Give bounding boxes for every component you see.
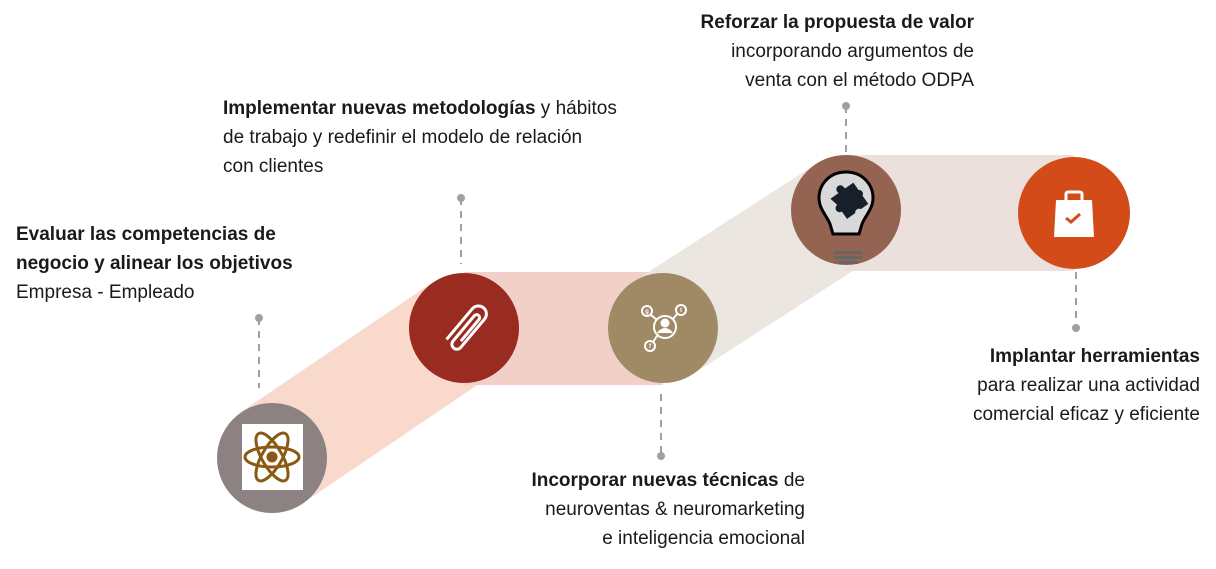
step-4-circle	[791, 155, 901, 265]
step-2-desc-2: de trabajo y redefinir el modelo de rela…	[223, 127, 583, 148]
step-1-title-2: negocio y alinear los objetivos	[16, 253, 293, 274]
step-3-label: Incorporar nuevas técnicas de neuroventa…	[531, 466, 805, 553]
step-3-desc: de	[778, 470, 805, 491]
step-3-desc-2: neuroventas & neuromarketing	[545, 499, 805, 520]
paperclip-icon	[445, 304, 488, 351]
step-2-title: Implementar nuevas metodologías	[223, 98, 536, 119]
atom-icon	[243, 431, 301, 483]
step-1-circle	[217, 403, 327, 513]
lightbulb-puzzle-icon	[817, 170, 875, 264]
step-2-desc-3: con clientes	[223, 156, 324, 177]
step-5-title: Implantar herramientas	[989, 346, 1200, 367]
social-network-icon	[641, 304, 687, 352]
social-g: g	[645, 309, 649, 315]
step-1-title: Evaluar las competencias de	[16, 224, 276, 245]
step-2-desc: y hábitos	[535, 98, 617, 119]
step-5-desc-3: comercial eficaz y eficiente	[972, 404, 1200, 425]
step-5-desc-2: para realizar una actividad	[977, 375, 1200, 396]
step-3-desc-3: e inteligencia emocional	[602, 528, 805, 549]
step-4-desc-2: incorporando argumentos de	[731, 41, 974, 62]
social-t: t	[680, 308, 682, 314]
step-1-desc: Empresa - Empleado	[16, 282, 195, 303]
social-f: f	[649, 344, 652, 350]
step-3-circle: g t f	[608, 273, 718, 383]
step-2-circle	[409, 273, 519, 383]
step-2-label: Implementar nuevas metodologías y hábito…	[223, 94, 617, 181]
step-5-label: Implantar herramientas para realizar una…	[973, 342, 1200, 429]
step-4-desc-3: venta con el método ODPA	[745, 70, 974, 91]
step-5-circle	[1018, 157, 1130, 269]
step-4-label: Reforzar la propuesta de valor incorpora…	[701, 8, 974, 95]
shopping-bag-check-icon	[1054, 190, 1094, 237]
step-4-title: Reforzar la propuesta de valor	[700, 12, 974, 33]
step-3-title: Incorporar nuevas técnicas	[531, 470, 779, 491]
step-1-label: Evaluar las competencias de negocio y al…	[16, 220, 293, 307]
